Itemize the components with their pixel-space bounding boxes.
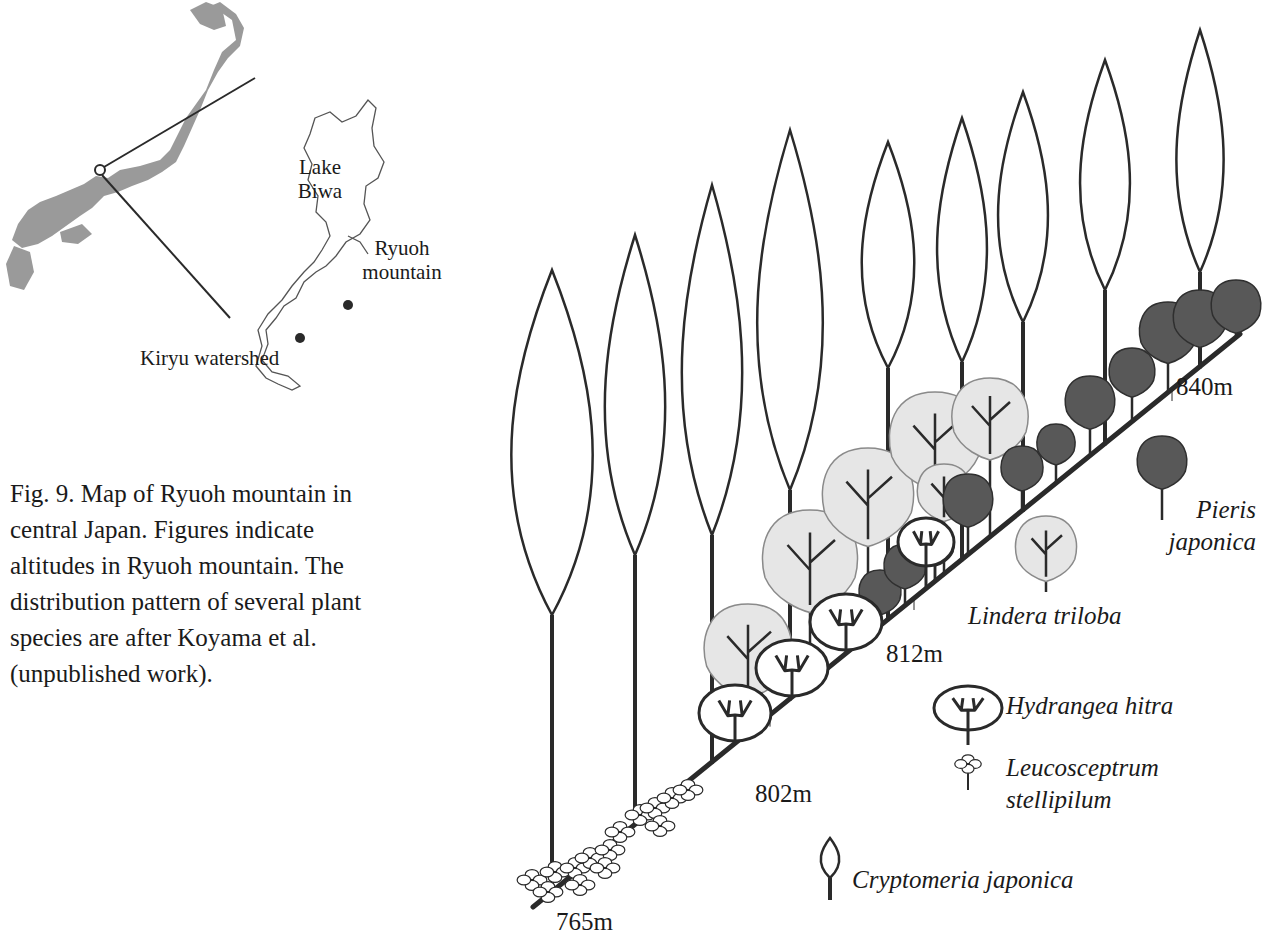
legend-label: Cryptomeria japonica [852,864,1074,896]
location-circle [95,165,105,175]
pieris-crown [1037,424,1075,465]
lindera-crown [1016,516,1077,582]
pieris-crown [1137,436,1186,489]
hydrangea-stem [925,566,928,588]
altitude-label: 765m [556,908,613,936]
japan-map-north [190,2,226,30]
cryptomeria-sample [821,838,839,878]
site-dot [343,300,353,310]
hydrangea-branches [830,609,862,650]
leucosceptrum-petal [625,810,639,820]
leucosceptrum-petal [955,760,967,769]
pieris-crown [1001,446,1043,491]
lindera-branches [972,396,1010,454]
cryptomeria-tree-trunk [550,615,554,893]
place-label: Lake Biwa [292,155,348,203]
site-dot [295,333,305,343]
cryptomeria-tree [1176,30,1223,272]
leucosceptrum-petal [575,853,589,863]
pieris-crown [1065,376,1114,429]
place-label: Ryuoh mountain [352,236,452,284]
leucosceptrum-petal [595,845,609,855]
cryptomeria-tree [937,118,987,362]
lindera-branches [1032,530,1062,576]
cryptomeria-tree [682,185,742,535]
legend-label: Leucosceptrum stellipilum [1006,752,1176,816]
legend-label: Pieris japonica [1120,494,1256,558]
hydrangea-branches [776,655,808,696]
zoom-line [104,78,255,167]
altitude-label: 840m [1176,373,1233,401]
altitude-label: 812m [886,640,943,668]
zoom-line [102,175,230,318]
leucosceptrum-petal [517,875,531,885]
hydrangea-crown [699,685,771,741]
cryptomeria-tree [998,92,1048,322]
pieris-crown [1211,280,1260,333]
leucosceptrum-petal [590,863,604,873]
cryptomeria-tree [511,270,592,615]
altitude-label: 802m [755,780,812,808]
lindera-branches [846,470,892,540]
japan-map-shikoku [60,224,92,244]
cryptomeria-tree [1080,60,1130,290]
place-label: Kiryu watershed [140,346,279,370]
pieris-crown [943,474,992,527]
leucosceptrum-petal [645,821,659,831]
cryptomeria-tree-trunk [633,555,637,826]
hydrangea-branches [719,700,751,741]
hydrangea-crown [810,594,882,650]
legend-label: Hydrangea hitra [1006,690,1173,722]
lindera-branches [788,533,836,606]
leucosceptrum-petal [673,785,687,795]
cryptomeria-tree [862,142,915,368]
cryptomeria-tree [605,235,665,555]
pieris-crown [1109,348,1155,397]
leucosceptrum-petal [565,880,579,890]
altitude-tick [914,598,915,610]
hydrangea-branches [953,698,984,730]
hydrangea-crown [898,518,954,566]
hydrangea-stem [967,730,970,745]
hydrangea-branches [913,531,938,566]
leucosceptrum-petal [640,803,654,813]
cryptomeria-sample-trunk [828,878,832,900]
cryptomeria-tree [757,130,823,490]
legend-label: Lindera triloba [968,600,1122,632]
leucosceptrum-petal [540,867,554,877]
hydrangea-crown [934,686,1002,730]
japan-map [12,2,244,248]
hydrangea-crown [756,640,828,696]
leucosceptrum-petal [560,863,574,873]
altitude-tick [1172,389,1173,401]
leucosceptrum-petal [605,827,619,837]
leucosceptrum-petal [657,793,671,803]
figure-caption: Fig. 9. Map of Ryuoh mountain in central… [10,476,402,692]
leucosceptrum-petal [533,887,547,897]
japan-map-kyushu [6,246,34,290]
river-line [348,236,368,254]
